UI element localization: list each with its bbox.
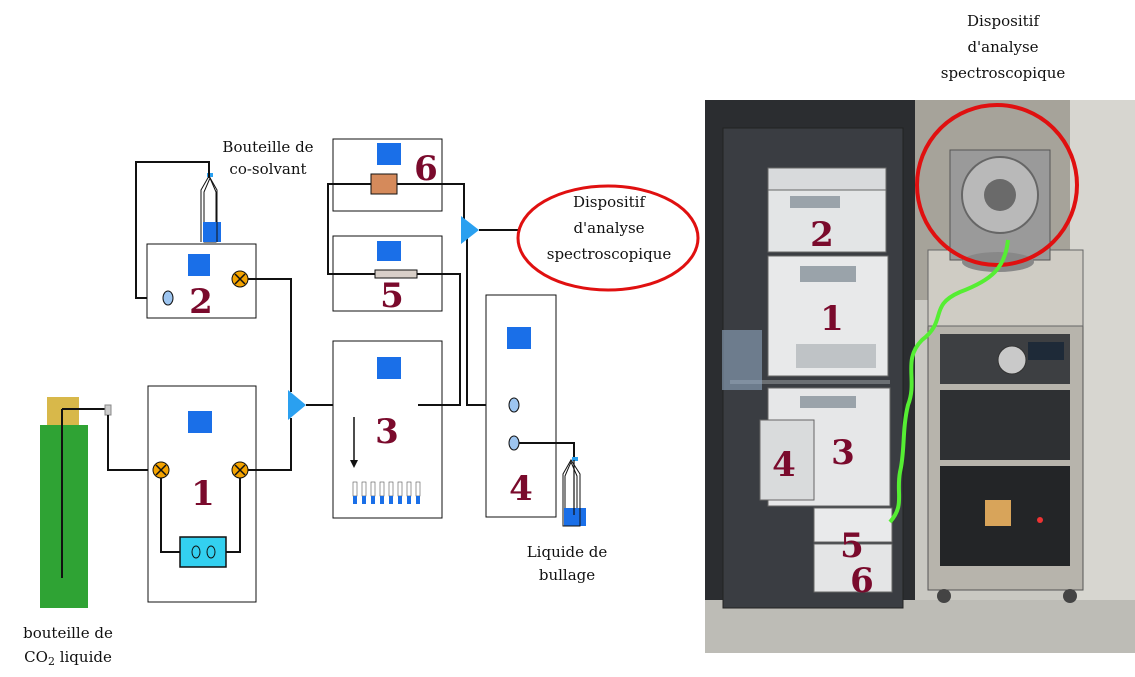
photo-number-2: 2 bbox=[810, 215, 834, 255]
module-6-number: 6 bbox=[414, 149, 438, 189]
module-4-inlet bbox=[508, 397, 520, 413]
photo-chamber-base bbox=[962, 252, 1034, 272]
bubbling-bottle-cap bbox=[572, 457, 578, 461]
cosolvent-label-line1: Bouteille de bbox=[222, 138, 313, 156]
module-6-oven bbox=[370, 173, 398, 195]
module-3: 3 bbox=[332, 340, 443, 519]
mixer-tee bbox=[288, 390, 306, 420]
module-6: 6 bbox=[332, 138, 443, 212]
pipe-cosolvent-to-pump2 bbox=[135, 161, 210, 299]
module-2-number: 2 bbox=[189, 282, 213, 322]
photo-controller-2 bbox=[940, 390, 1070, 460]
module-3-number: 3 bbox=[375, 412, 399, 452]
photo-wheel bbox=[937, 589, 951, 603]
photo-green-cable bbox=[888, 239, 1010, 524]
module-4: 4 bbox=[485, 294, 557, 518]
device-label-line2: d'analyse bbox=[573, 219, 644, 237]
module-5: 5 bbox=[332, 235, 443, 316]
photo-warning-label bbox=[985, 500, 1011, 526]
bubbling-bottle-outline bbox=[562, 459, 581, 527]
photo-number-6: 6 bbox=[850, 561, 874, 601]
pipe-pump1-to-mixer bbox=[248, 418, 292, 471]
cosolvent-label-line2: co-solvant bbox=[229, 160, 306, 178]
photo-number-3: 3 bbox=[831, 433, 855, 473]
co2-label-line1: bouteille de bbox=[23, 624, 113, 642]
photo-number-4: 4 bbox=[772, 445, 796, 485]
valve-x-icon bbox=[234, 273, 246, 285]
pump-1-piston-right bbox=[206, 545, 216, 559]
photo-red-led bbox=[1037, 517, 1043, 523]
module-1: 1 bbox=[147, 385, 257, 603]
photo-device-label-line2: d'analyse bbox=[967, 38, 1038, 56]
bubbling-label-line1: Liquide de bbox=[527, 543, 608, 561]
module-1-display bbox=[188, 411, 212, 433]
module-3-display bbox=[377, 357, 401, 379]
setup-photo: 2 1 3 4 5 6 bbox=[705, 100, 1135, 653]
module-5-number: 5 bbox=[380, 276, 404, 316]
photo-wheel bbox=[1063, 589, 1077, 603]
pump-1-head bbox=[179, 536, 227, 568]
photo-shelf bbox=[730, 380, 890, 384]
module-4-outlet bbox=[508, 435, 520, 451]
valve-x-icon bbox=[234, 464, 246, 476]
module-5-display bbox=[377, 241, 401, 261]
pump-1-loop-right bbox=[226, 478, 241, 553]
bubbling-liquid bbox=[564, 508, 586, 526]
photo-instrument-3-panel bbox=[800, 396, 856, 408]
pipe-bpr-to-bubbling bbox=[519, 442, 575, 460]
pipe-column-to-autosampler bbox=[417, 273, 461, 406]
co2-label-line2: CO2 liquide bbox=[24, 648, 112, 668]
photo-bottles bbox=[722, 330, 762, 390]
module-2-inlet bbox=[162, 290, 174, 306]
photo-number-5: 5 bbox=[840, 526, 864, 566]
sample-vials bbox=[352, 481, 421, 504]
co2-bottle bbox=[40, 397, 112, 608]
device-label-line1: Dispositif bbox=[573, 193, 646, 211]
photo-highlight-circle bbox=[915, 103, 1079, 267]
photo-meter bbox=[1028, 342, 1064, 360]
cosolvent-bottle bbox=[200, 173, 221, 243]
down-arrow-icon bbox=[350, 460, 358, 468]
pipe-co2-to-pump1 bbox=[107, 415, 160, 471]
photo-floor bbox=[705, 600, 1135, 653]
photo-instrument-4 bbox=[759, 419, 815, 501]
module-2-display bbox=[188, 254, 210, 276]
module-4-number: 4 bbox=[509, 469, 533, 509]
photo-instrument-top bbox=[767, 167, 887, 191]
photo-knob bbox=[997, 345, 1027, 375]
valve-x-icon bbox=[155, 464, 167, 476]
module-1-number: 1 bbox=[191, 474, 215, 514]
pipe-oven-to-column bbox=[327, 183, 375, 275]
spectroscopy-device-ellipse bbox=[516, 184, 700, 292]
pipe-oven-to-splitter bbox=[397, 183, 465, 230]
photo-instrument-2-panel bbox=[790, 196, 840, 208]
photo-instrument-1-keypad bbox=[796, 344, 876, 368]
photo-instrument-6 bbox=[813, 543, 893, 593]
pipe-pump2-to-mixer bbox=[248, 278, 292, 392]
photo-chamber-window bbox=[984, 179, 1016, 211]
bubbling-bottle bbox=[562, 457, 586, 527]
module-2: 2 bbox=[146, 243, 257, 322]
photo-instrument-1-panel bbox=[800, 266, 856, 282]
cosolvent-liquid bbox=[203, 222, 221, 242]
photo-number-1: 1 bbox=[820, 299, 844, 339]
module-4-display bbox=[507, 327, 531, 349]
co2-connector bbox=[104, 404, 112, 416]
module-6-display bbox=[377, 143, 401, 165]
photo-device-label-line1: Dispositif bbox=[967, 12, 1040, 30]
pump-1-loop-left bbox=[160, 478, 180, 553]
photo-instrument-5 bbox=[813, 507, 893, 543]
bubbling-label-line2: bullage bbox=[539, 566, 595, 584]
device-label-line3: spectroscopique bbox=[547, 245, 672, 263]
photo-device-label-line3: spectroscopique bbox=[941, 64, 1066, 82]
co2-bottle-body bbox=[40, 425, 88, 608]
pump-1-piston-left bbox=[191, 545, 201, 559]
splitter-tee bbox=[461, 216, 479, 244]
